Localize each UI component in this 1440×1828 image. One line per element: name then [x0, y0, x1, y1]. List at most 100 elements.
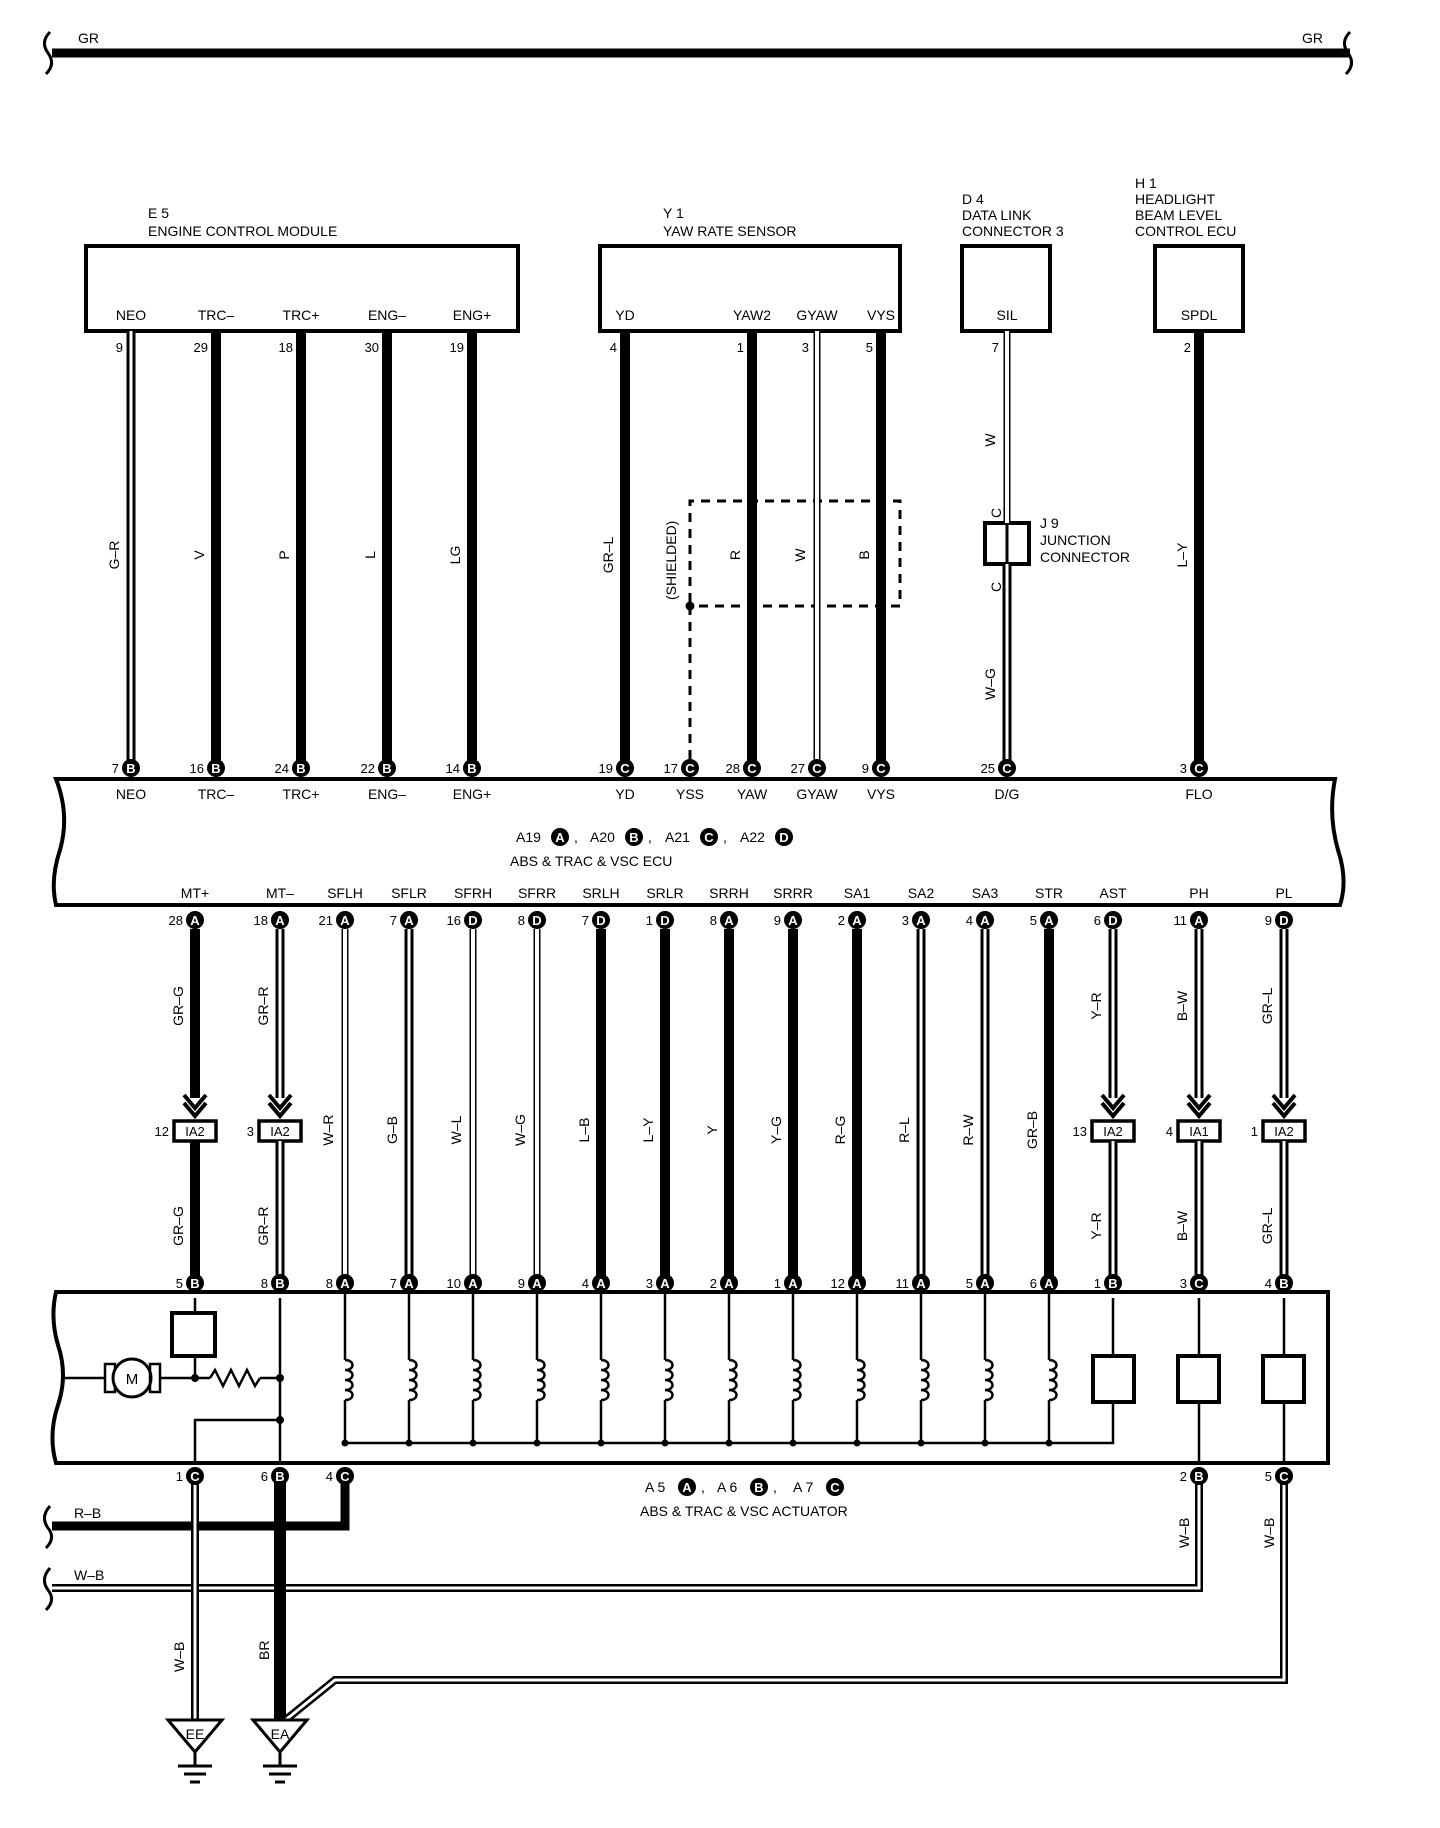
lower-wire-8-ecu-pin-badge: [656, 911, 674, 929]
lower-wire-6-solenoid-node: [533, 1439, 541, 1447]
motor-relay-box: [170, 1311, 217, 1358]
ecu-connector-1-letter: A: [555, 830, 565, 845]
upper-wire-7-ecu-label: YSS: [676, 786, 704, 802]
upper-wire-2-ecu-label: TRC–: [198, 786, 235, 802]
upper-wire-1-ecu-pin-number: 7: [112, 761, 119, 776]
upper-wire-2-terminal: TRC–: [198, 307, 235, 323]
upper-wire-8-terminal: YAW2: [733, 307, 771, 323]
lower-wire-2-act-pin-letter: B: [275, 1276, 284, 1291]
wb-wire-inner: [52, 1476, 1201, 1590]
lower-wire-17-ia-pin: 1: [1251, 1124, 1258, 1139]
lower-wire-16-color: B–W: [1174, 990, 1190, 1021]
resistor-zigzag: [208, 1367, 262, 1389]
lower-wire-7-ecu-pin-letter: D: [596, 913, 605, 928]
upper-wire-3-terminal: TRC+: [283, 307, 320, 323]
upper-wire-10-ecu-pin-number: 9: [862, 761, 869, 776]
pin5-wire-color: W–B: [1261, 1518, 1277, 1548]
lower-wire-15-label: AST: [1099, 885, 1127, 901]
yaw-code: Y 1: [663, 205, 684, 221]
lower-wire-4-act-pin-number: 7: [390, 1276, 397, 1291]
lower-wire-8-ecu-pin-number: 1: [646, 913, 653, 928]
ecm-name: ENGINE CONTROL MODULE: [148, 223, 337, 239]
lower-wire-1-act-pin-number: 5: [176, 1276, 183, 1291]
lower-wire-9-color: Y: [704, 1125, 720, 1135]
lower-wire-15-act-pin-number: 1: [1094, 1276, 1101, 1291]
upper-wire-8-ecu-pin-number: 28: [726, 761, 740, 776]
lower-wire-14-ecu-pin-letter: A: [1044, 913, 1054, 928]
ecu-connector-1-badge: [551, 828, 569, 846]
lower-wire-14-act-pin-badge: [1040, 1274, 1058, 1292]
upper-wire-6-terminal: YD: [615, 307, 634, 323]
upper-wire-11-color: W: [982, 433, 998, 447]
ecu-connector-1-code: A19: [516, 829, 541, 845]
ground-ee-color: W–B: [171, 1642, 187, 1672]
lower-wire-3-ecu-pin-letter: A: [340, 913, 350, 928]
lower-wire-10-act-pin-number: 1: [774, 1276, 781, 1291]
actuator-bottom-pin-4-badge: [1190, 1467, 1208, 1485]
lower-wire-5-solenoid-node: [469, 1439, 477, 1447]
lower-wire-17-plug-bottom: [1271, 1101, 1297, 1120]
upper-wire-9-ecu-label: GYAW: [796, 786, 838, 802]
lower-wire-1-act-pin-badge: [186, 1274, 204, 1292]
lower-wire-5-label: SFRH: [454, 885, 492, 901]
upper-wire-11-terminal: SIL: [996, 307, 1017, 323]
lower-wire-7-act-pin-letter: A: [596, 1276, 606, 1291]
ecu-name: ABS & TRAC & VSC ECU: [510, 853, 672, 869]
lower-wire-13-solenoid-coil: [984, 1358, 994, 1402]
lower-wire-14-act-pin-number: 6: [1030, 1276, 1037, 1291]
lower-wire-8-act-pin-number: 3: [646, 1276, 653, 1291]
lower-wire-16-label: PH: [1189, 885, 1208, 901]
lower-wire-1-ecu-pin-badge: [186, 911, 204, 929]
shielded-label: (SHIELDED): [663, 521, 679, 600]
ecu-connector-2-comma: ,: [648, 829, 652, 845]
ecu-connector-2-badge: [625, 828, 643, 846]
lower-wire-8-act-pin-badge: [656, 1274, 674, 1292]
lower-wire-12-solenoid-coil: [920, 1358, 930, 1402]
hl-name-3: CONTROL ECU: [1135, 223, 1236, 239]
ecu-connector-3-comma: ,: [723, 829, 727, 845]
lower-wire-6-ecu-pin-letter: D: [532, 913, 541, 928]
lower-wire-15-plug-top: [1100, 1093, 1126, 1112]
lower-wire-16-ecu-pin-badge: [1190, 911, 1208, 929]
lower-wire-10-solenoid-node: [789, 1439, 797, 1447]
ground-ee-symbol: [164, 1718, 226, 1755]
shield-drain-node: [685, 601, 695, 611]
upper-wire-6-ecu-pin-letter: C: [620, 761, 630, 776]
lower-wire-1-plug-bottom: [182, 1101, 208, 1120]
lower-wire-2-plug-top: [267, 1093, 293, 1112]
lower-wire-5-act-pin-number: 10: [447, 1276, 461, 1291]
upper-wire-4-ecu-pin-number: 22: [361, 761, 375, 776]
lower-wire-9-ecu-pin-letter: A: [724, 913, 734, 928]
ast-relay-box: [1091, 1354, 1136, 1404]
lower-wire-4-label: SFLR: [391, 885, 427, 901]
upper-wire-9-ecm-pin: 3: [802, 340, 809, 355]
lower-wire-5-act-pin-letter: A: [468, 1276, 478, 1291]
upper-wire-11-ecu-label: D/G: [995, 786, 1020, 802]
actuator-bottom-pin-1-letter: C: [190, 1469, 200, 1484]
lower-wire-7-label: SRLH: [582, 885, 619, 901]
hl-name-2: BEAM LEVEL: [1135, 207, 1222, 223]
lower-wire-11-act-pin-number: 12: [831, 1276, 845, 1291]
lower-wire-7-color: L–B: [576, 1118, 592, 1143]
wb-wire-label: W–B: [74, 1567, 104, 1583]
lower-wire-13-solenoid-node: [981, 1439, 989, 1447]
j9-code: J 9: [1040, 515, 1059, 531]
pin2-wire-color: W–B: [1176, 1518, 1192, 1548]
lower-wire-6-label: SFRR: [518, 885, 556, 901]
upper-wire-5-color: LG: [447, 546, 463, 565]
lower-wire-13-act-pin-badge: [976, 1274, 994, 1292]
lower-wire-15-color: Y–R: [1088, 992, 1104, 1019]
lower-wire-14-color: GR–B: [1024, 1111, 1040, 1149]
ecu-connector-2-code: A20: [590, 829, 615, 845]
upper-wire-5-ecu-pin-badge: [463, 759, 481, 777]
lower-wire-12-color: R–L: [896, 1117, 912, 1143]
lower-wire-2-ecu-pin-badge: [271, 911, 289, 929]
actuator-connector-3-code: A 7: [793, 1479, 813, 1495]
lower-wire-8-color: L–Y: [640, 1117, 656, 1143]
upper-wire-3-ecu-pin-letter: B: [296, 761, 305, 776]
lower-wire-1-plug-top: [182, 1093, 208, 1112]
upper-wire-12-ecu-pin-badge: [1190, 759, 1208, 777]
lower-wire-3-ecu-pin-number: 21: [319, 913, 333, 928]
lower-wire-12-ecu-pin-badge: [912, 911, 930, 929]
